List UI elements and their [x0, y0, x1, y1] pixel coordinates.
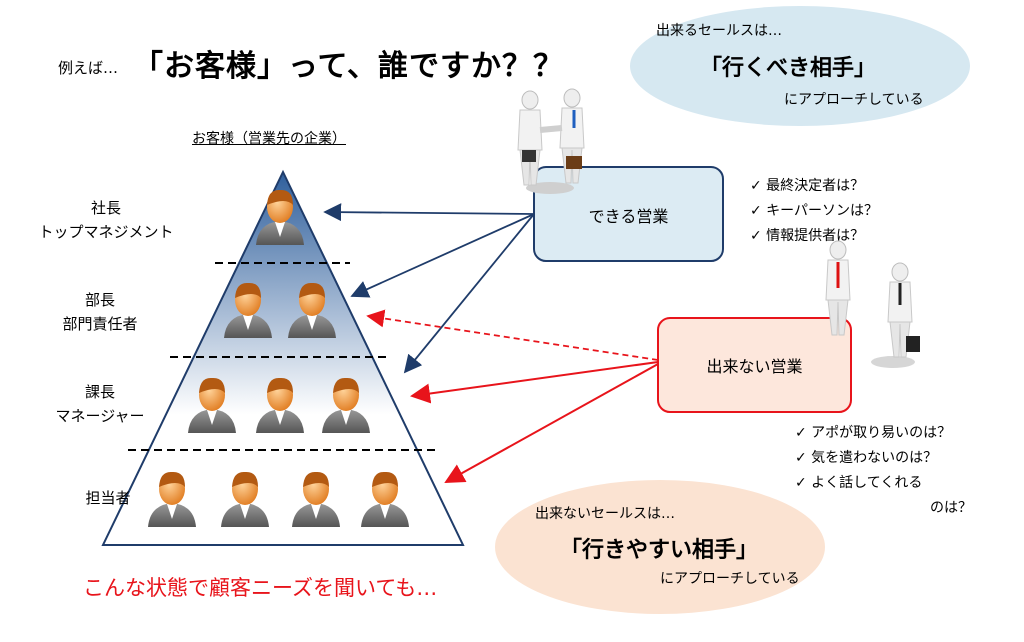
arrow-good-to-president — [323, 203, 535, 222]
checklist-item: ✓ 情報提供者は？ — [750, 228, 865, 244]
arrow-bad-to-manager — [410, 361, 659, 404]
customer-pyramid — [101, 169, 465, 546]
checklist-item: ✓ アポが取り易いのは？ — [795, 425, 952, 441]
arrow-good-to-manager — [403, 213, 535, 374]
footer-message: こんな状態で顧客ニーズを聞いても… — [83, 576, 438, 600]
bad-bubble-outro: にアプローチしている — [660, 571, 800, 587]
level-label-manager: 課長 マネージャー — [45, 380, 155, 428]
bad-sales-label: 出来ない営業 — [706, 357, 803, 376]
handshake-businessmen-icon — [517, 88, 585, 194]
level-label-staff: 担当者 — [78, 486, 138, 510]
level-title: 担当者 — [85, 489, 131, 507]
good-bubble-outro: にアプローチしている — [784, 92, 924, 108]
level-subtitle: 部門責任者 — [62, 315, 138, 333]
level-title: 社長 — [90, 199, 121, 217]
page-title: 「お客様」って、誰ですか？？ — [133, 49, 564, 84]
bad-bubble-headline: 「行きやすい相手」 — [560, 538, 759, 563]
good-bubble-intro: 出来るセールスは… — [656, 23, 782, 39]
checklist-item: ✓ 最終決定者は？ — [750, 178, 865, 194]
arrow-bad-to-staff — [444, 363, 659, 483]
level-label-president: 社長 トップマネジメント — [36, 196, 176, 244]
good-thought-bubble — [630, 6, 970, 126]
level-subtitle: マネージャー — [55, 407, 145, 425]
arrow-good-to-director — [350, 213, 535, 298]
pyramid-caption: お客様（営業先の企業） — [192, 131, 346, 147]
level-title: 課長 — [84, 383, 115, 401]
bad-bubble-intro: 出来ないセールスは… — [535, 506, 675, 522]
confused-businessmen-icon — [825, 240, 920, 368]
good-sales-label: できる営業 — [588, 207, 669, 226]
bad-thought-bubble — [495, 480, 825, 614]
arrow-bad-to-director — [366, 309, 659, 361]
checklist-item: ✓ よく話してくれる — [795, 475, 923, 491]
level-label-director: 部長 部門責任者 — [45, 288, 155, 336]
bad-checklist: ✓ アポが取り易いのは？ ✓ 気を遣わないのは？ ✓ よく話してくれる — [795, 421, 951, 496]
checklist-item-continuation: のは？ — [930, 500, 972, 516]
level-title: 部長 — [84, 291, 115, 309]
good-bubble-headline: 「行くべき相手」 — [700, 56, 877, 81]
checklist-item: ✓ キーパーソンは？ — [750, 203, 879, 219]
title-prefix: 例えば… — [58, 59, 119, 77]
level-subtitle: トップマネジメント — [38, 223, 174, 241]
checklist-item: ✓ 気を遣わないのは？ — [795, 450, 938, 466]
good-checklist: ✓ 最終決定者は？ ✓ キーパーソンは？ ✓ 情報提供者は？ — [750, 174, 878, 249]
